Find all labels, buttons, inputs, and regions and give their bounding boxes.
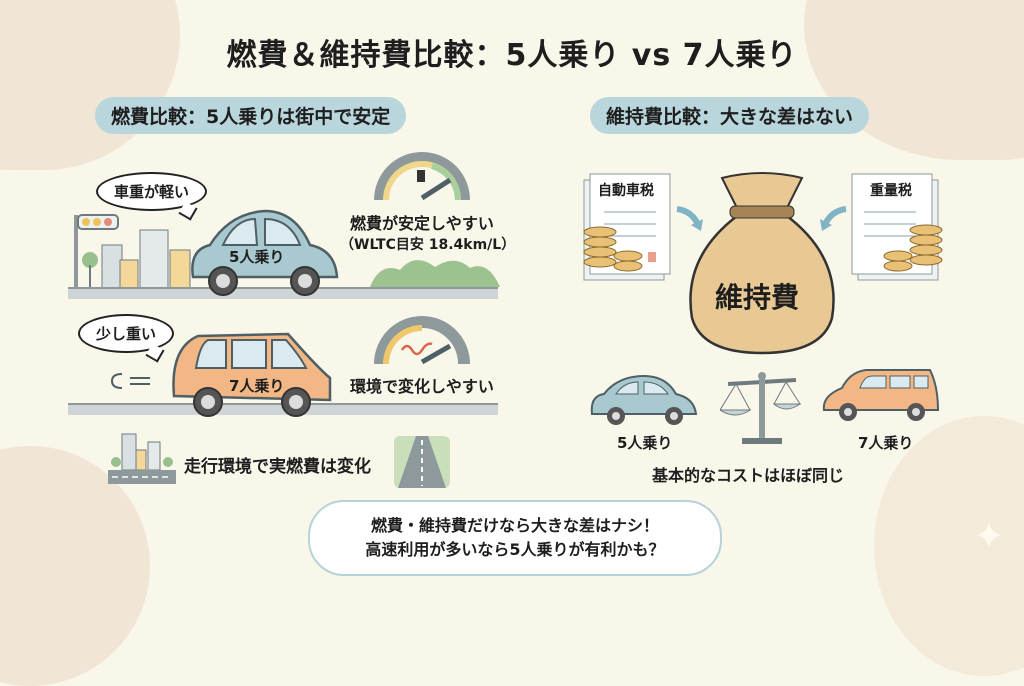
conclusion-line-1: 燃費・維持費だけなら大きな差はナシ！: [370, 516, 659, 535]
conclusion-line-2: 高速利用が多いなら5人乗りが有利かも？: [365, 540, 665, 559]
gauge-caption-variable: 環境で変化しやすい: [350, 377, 494, 396]
exhaust-icon: [110, 373, 150, 389]
highway-icon: [394, 436, 450, 488]
tax-document-left-icon: [583, 173, 671, 281]
decor-blob: [804, 0, 1024, 160]
bushes-icon: [370, 260, 500, 287]
wltc-estimate: （WLTC目安 18.4km/L）: [340, 237, 516, 253]
car-5-small-label: 5人乗り: [617, 434, 673, 452]
decor-blob: [0, 0, 180, 170]
fuel-gauge-variable-icon: [374, 316, 470, 365]
car-5-label: 5人乗り: [229, 248, 285, 266]
car-7-seater-small-icon: [822, 369, 940, 421]
balance-scale-icon: [720, 372, 802, 444]
city-icon: [74, 214, 191, 290]
fuel-heading: 燃費比較：5人乗りは街中で安定: [95, 97, 407, 134]
same-cost-caption: 基本的なコストはほぼ同じ: [652, 466, 845, 485]
car-7-seater-icon: [172, 332, 332, 417]
arrow-right-icon: [676, 206, 703, 231]
footer-note: 走行環境で実燃費は変化: [184, 457, 371, 477]
page-title: 燃費＆維持費比較：5人乗り vs 7人乗り: [226, 38, 798, 73]
gauge-caption-stable: 燃費が安定しやすい: [350, 214, 494, 233]
automobile-tax-label: 自動車税: [598, 183, 654, 199]
tax-document-right-icon: [851, 173, 943, 281]
road: [68, 287, 498, 299]
speech-bubble-light: 車重が軽い: [96, 172, 208, 211]
maintenance-heading: 維持費比較：大きな差はない: [590, 97, 870, 134]
car-5-seater-small-icon: [590, 374, 698, 425]
car-7-small-label: 7人乗り: [858, 434, 914, 452]
city-road-icon: [108, 433, 176, 484]
money-bag-icon: [689, 172, 835, 355]
conclusion-cloud: 燃費・維持費だけなら大きな差はナシ！ 高速利用が多いなら5人乗りが有利かも？: [308, 500, 722, 576]
maintenance-bag-label: 維持費: [715, 281, 800, 314]
weight-tax-label: 重量税: [870, 183, 912, 199]
speech-bubble-heavy: 少し重い: [78, 314, 175, 353]
fuel-gauge-stable-icon: [374, 152, 470, 201]
sparkle-icon: [976, 522, 1002, 548]
car-7-label: 7人乗り: [229, 377, 285, 395]
car-5-seater-icon: [191, 209, 339, 296]
arrow-left-icon: [820, 206, 847, 231]
